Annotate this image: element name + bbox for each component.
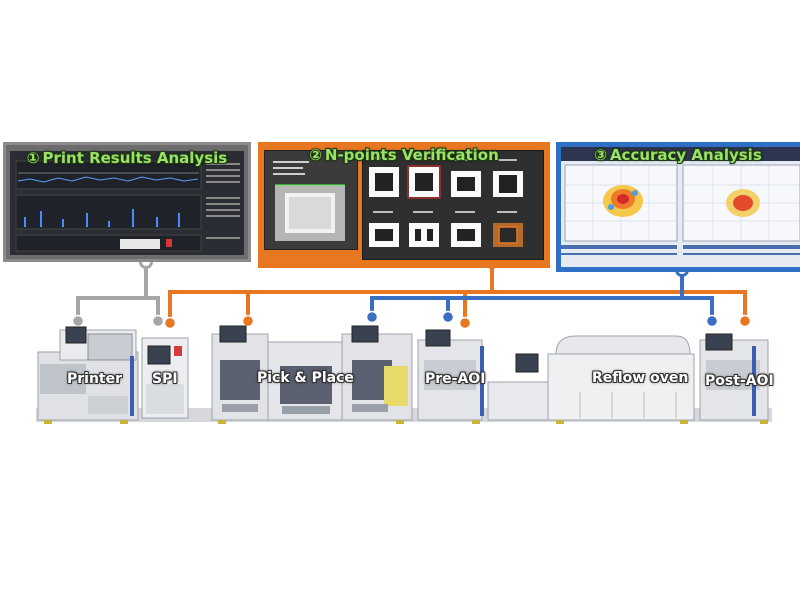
reflow-oven-machine: [487, 335, 695, 421]
blue-node-pre-aoi: [441, 310, 455, 324]
pick-place-machine: [211, 325, 413, 421]
accuracy-title-text: Accuracy Analysis: [609, 146, 762, 164]
orange-node-pick-place: [241, 314, 255, 328]
blue-node-post-aoi: [705, 314, 719, 328]
spi-machine: [141, 337, 189, 419]
print-results-title-text: Print Results Analysis: [42, 149, 228, 167]
gray-connector: [76, 262, 160, 320]
orange-node-post-aoi: [738, 314, 752, 328]
pick-place-label: Pick & Place: [257, 370, 354, 386]
print-results-chart-graphic: [15, 160, 240, 252]
orange-node-spi: [163, 316, 177, 330]
post-aoi-machine: [699, 333, 769, 421]
spi-label: SPI: [152, 371, 178, 387]
step-number-1: ①: [26, 149, 40, 167]
step-number-3: ③: [594, 146, 607, 164]
print-results-screenshot: [10, 151, 244, 255]
orange-node-pre-aoi: [458, 316, 472, 330]
pre-aoi-machine: [417, 329, 484, 421]
post-aoi-label: Post-AOI: [705, 373, 774, 389]
accuracy-screenshot: [561, 147, 800, 267]
gray-node-spi: [151, 314, 165, 328]
reflow-oven-label: Reflow oven: [592, 370, 689, 386]
component-views-screenshot: [362, 150, 544, 260]
printer-label: Printer: [67, 371, 123, 387]
side-view-screenshot: [264, 150, 358, 250]
printer-machine: [37, 326, 139, 421]
spi-monitor-icon: [147, 345, 171, 365]
blue-node-pick-place: [365, 310, 379, 324]
pre-aoi-label: Pre-AOI: [425, 371, 486, 387]
printer-monitor-icon: [65, 326, 87, 344]
n-points-title-text: N-points Verification: [324, 146, 499, 164]
reflow-monitor-icon: [515, 353, 539, 373]
step-number-2: ②: [309, 146, 322, 164]
